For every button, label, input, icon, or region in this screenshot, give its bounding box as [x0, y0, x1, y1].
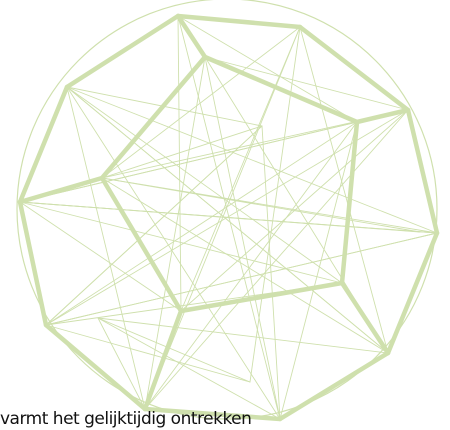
- caption-text: varmt het gelijktijdig ontrekken: [0, 409, 450, 430]
- spoke-edge: [357, 110, 408, 122]
- spoke-edge: [178, 16, 205, 57]
- thin-edge: [46, 233, 437, 325]
- outer-edge: [388, 233, 437, 353]
- spoke-edge: [20, 178, 102, 202]
- thin-edge: [98, 318, 388, 353]
- inner-edge: [342, 122, 357, 283]
- inner-edge: [205, 57, 357, 122]
- thin-edge: [67, 87, 145, 409]
- thin-edge: [98, 318, 145, 409]
- thin-edge: [98, 318, 280, 419]
- thin-edge: [102, 178, 420, 232]
- thin-edge: [20, 202, 181, 311]
- thin-edge: [145, 57, 205, 409]
- outer-edge: [46, 325, 145, 409]
- spoke-edge: [342, 283, 388, 353]
- outer-edge: [178, 16, 300, 27]
- inner-edge: [102, 57, 205, 178]
- thin-edge: [67, 87, 388, 353]
- thin-edge: [300, 27, 388, 353]
- outer-edge: [408, 110, 437, 233]
